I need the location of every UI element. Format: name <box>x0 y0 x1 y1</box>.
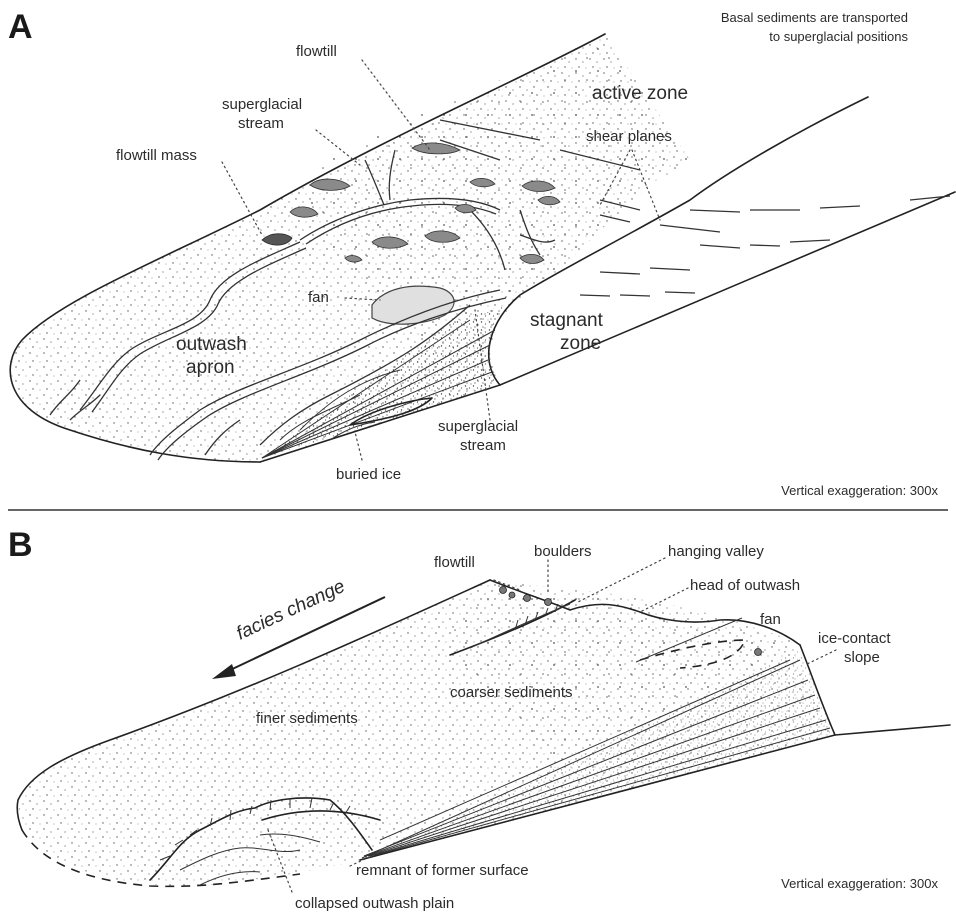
coarser-sediments-label: coarser sediments <box>450 684 573 701</box>
boulders-label: boulders <box>534 543 592 560</box>
panel-a-note-line1: Basal sediments are transported <box>721 10 908 25</box>
ice-contact-slope-label-2: slope <box>844 649 880 666</box>
superglacial-stream-label-bottom-1: superglacial <box>438 418 518 435</box>
collapsed-outwash-plain-label: collapsed outwash plain <box>295 895 454 912</box>
panel-b: B <box>8 526 950 912</box>
flowtill-label-a: flowtill <box>296 43 337 60</box>
flowtill-mass-label: flowtill mass <box>116 147 197 164</box>
superglacial-stream-label-bottom-2: stream <box>460 437 506 454</box>
panel-a-note-line2: to superglacial positions <box>769 29 908 44</box>
panel-a-vertical-exaggeration: Vertical exaggeration: 300x <box>781 483 938 498</box>
shear-planes-label: shear planes <box>586 128 672 145</box>
finer-sediments-label: finer sediments <box>256 710 358 727</box>
outwash-apron-label-2: apron <box>186 357 235 378</box>
superglacial-stream-label-top-2: stream <box>238 115 284 132</box>
superglacial-stream-label-top-1: superglacial <box>222 96 302 113</box>
stagnant-zone-label-2: zone <box>560 333 601 354</box>
remnant-of-former-surface-label: remnant of former surface <box>356 862 529 879</box>
panel-b-vertical-exaggeration: Vertical exaggeration: 300x <box>781 876 938 891</box>
flowtill-label-b: flowtill <box>434 554 475 571</box>
buried-ice-label: buried ice <box>336 466 401 483</box>
fan-label-b: fan <box>760 611 781 628</box>
fan-label-a: fan <box>308 289 329 306</box>
active-zone-label: active zone <box>592 83 688 104</box>
panel-b-letter: B <box>8 526 33 564</box>
facies-change-label: facies change <box>233 576 348 645</box>
head-of-outwash-label: head of outwash <box>690 577 800 594</box>
stagnant-zone-label-1: stagnant <box>530 310 604 331</box>
outwash-apron-label-1: outwash <box>176 334 247 355</box>
panel-a: A <box>8 8 955 498</box>
ice-contact-slope-label-1: ice-contact <box>818 630 891 647</box>
panel-a-letter: A <box>8 8 33 46</box>
hanging-valley-label: hanging valley <box>668 543 764 560</box>
